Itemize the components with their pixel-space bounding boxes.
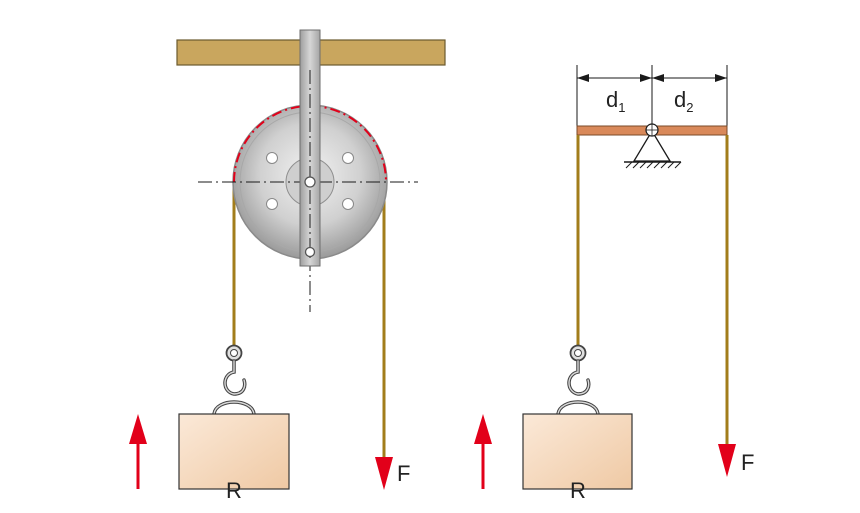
pulley-assembly: R F <box>129 29 446 503</box>
arrow-up-icon <box>129 414 147 489</box>
pulley-hole <box>342 152 354 164</box>
arrow-down-icon <box>718 444 736 477</box>
force-label-right: F <box>741 450 754 475</box>
pulley-hole <box>266 198 278 210</box>
load-label-left: R <box>226 478 242 503</box>
arrow-down-icon <box>375 457 393 490</box>
load-box-left <box>178 413 290 490</box>
arrow-up-icon <box>474 414 492 489</box>
pivot-support-icon <box>624 123 682 169</box>
pulley-hole <box>342 198 354 210</box>
dimension-d2: d2 <box>674 87 693 115</box>
pulley-hole <box>266 152 278 164</box>
load-box-right <box>522 413 633 490</box>
load-label-right: R <box>570 478 586 503</box>
force-label-left: F <box>397 461 410 486</box>
lever-assembly: d1 d2 <box>474 65 754 503</box>
axle-pin <box>304 176 316 188</box>
hanger-bottom-pin <box>304 246 316 258</box>
rope-contact-arc <box>233 105 387 183</box>
hook-icon <box>212 344 256 415</box>
dimension-d1: d1 <box>606 87 625 115</box>
hook-icon <box>556 344 600 415</box>
